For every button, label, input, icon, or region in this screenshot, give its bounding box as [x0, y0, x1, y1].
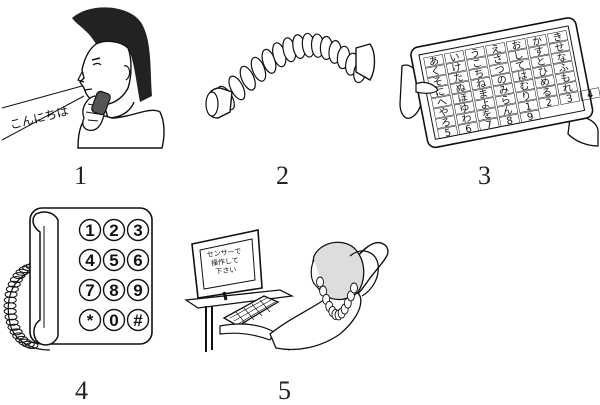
- board-cell: い: [449, 52, 461, 65]
- board-cell: し: [512, 49, 524, 63]
- board-cell: け: [451, 61, 463, 75]
- board-cell: と: [535, 55, 547, 69]
- keypad-key: [78, 218, 102, 242]
- panel-3-letter-board: あいうえおかきくけこさしすせそたちつてとなにぬねのはひふへほまみむめもやゆよらり…: [399, 0, 600, 200]
- board-cell: る: [541, 86, 553, 100]
- phone-body: [29, 207, 153, 345]
- board-cell: な: [556, 51, 568, 65]
- handset: [32, 211, 59, 346]
- person-speaking-illustration: [1, 7, 165, 149]
- computer-user-illustration: [184, 229, 389, 352]
- monitor-screen-text: センサーで 操作して 下さい: [206, 247, 242, 277]
- keypad-key: [102, 218, 126, 242]
- board-cell: ふ: [558, 61, 570, 75]
- board-cell: め: [539, 76, 551, 90]
- board-cell: へ: [436, 97, 448, 110]
- keypad-key: [126, 308, 150, 332]
- keypad-key-label: 3: [133, 221, 142, 240]
- board-cell: や: [438, 106, 450, 120]
- board-cell: あ: [428, 55, 440, 69]
- board-cell: 3: [566, 93, 574, 105]
- board-cell: り: [520, 90, 532, 104]
- board-cell: き: [552, 31, 564, 45]
- board-cell: 1: [524, 101, 532, 113]
- board-cell: む: [518, 80, 530, 94]
- board-cell: ゆ: [458, 102, 470, 116]
- board-cell: を: [481, 108, 493, 122]
- board-cell: か: [531, 35, 543, 49]
- board-cell: ま: [477, 88, 489, 102]
- board-cell: 7: [485, 120, 493, 132]
- board-cell: ろ: [440, 117, 452, 130]
- hiragana-grid: あいうえおかきくけこさしすせそたちつてとなにぬねのはひふへほまみむめもやゆよらり…: [423, 30, 600, 140]
- keypad-key-label: 1: [85, 221, 94, 240]
- board-cell: よ: [479, 98, 491, 112]
- board-cell: お: [510, 39, 522, 53]
- keypad-key-label: 2: [109, 221, 118, 240]
- board-cell: 6: [464, 124, 472, 136]
- keypad-key: [126, 218, 150, 242]
- keypad-key-label: 7: [85, 281, 94, 300]
- board-cell: え: [490, 43, 502, 57]
- keypad-key-label: 6: [133, 251, 142, 270]
- board-cell: ん: [502, 104, 514, 118]
- panel-5-number: 5: [278, 376, 291, 405]
- panel-1-electrolarynx: こんにちは 1: [0, 0, 200, 200]
- keypad-key: [78, 248, 102, 272]
- keypad-key: [102, 248, 126, 272]
- board-cell: ち: [473, 67, 485, 81]
- board-cell: つ: [494, 64, 506, 77]
- keypad-key-label: 5: [109, 251, 118, 270]
- board-cell: は: [516, 69, 528, 83]
- keypad-key: [102, 308, 126, 332]
- keypad-key: [102, 278, 126, 302]
- panel-2-tube: 2: [200, 0, 400, 200]
- board-cell: 5: [444, 128, 452, 140]
- board-cell: ね: [475, 77, 487, 91]
- board-cell: わ: [460, 112, 472, 126]
- keypad-key-label: 4: [85, 251, 95, 270]
- keypad-key: [78, 278, 102, 302]
- board-cell: ほ: [457, 92, 469, 106]
- board-cell: そ: [432, 75, 444, 89]
- panel-2-number: 2: [276, 161, 289, 190]
- board-cell: 4: [586, 89, 594, 101]
- keypad-key-label: *: [87, 311, 94, 330]
- board-cell: た: [453, 71, 465, 85]
- board-cell: う: [469, 47, 481, 61]
- board-cell: さ: [492, 53, 504, 67]
- keypad-key: [78, 308, 102, 332]
- board-cell: れ: [562, 82, 574, 96]
- board-cell: 9: [526, 111, 534, 123]
- board-cell: す: [533, 45, 545, 59]
- keypad-key-label: 0: [109, 311, 118, 330]
- panel-5-computer-sensor: センサーで 操作して 下さい 5: [180, 200, 420, 405]
- corrugated-tube-illustration: [205, 32, 376, 119]
- keypad-key: [126, 278, 150, 302]
- board-cell: ひ: [537, 66, 549, 79]
- keypad-key-label: #: [133, 311, 143, 330]
- board-cell: み: [498, 85, 510, 98]
- keypad-key: [126, 248, 150, 272]
- board-cell: こ: [471, 58, 483, 71]
- panel-1-number: 1: [74, 161, 87, 190]
- board-cell: 8: [506, 116, 514, 128]
- keypad-key-label: 8: [109, 281, 118, 300]
- board-cell: 2: [545, 97, 553, 109]
- board-cell: て: [515, 60, 527, 73]
- keypad-key-label: 9: [133, 281, 142, 300]
- board-cell: ら: [500, 94, 512, 108]
- board-cell: ぬ: [455, 81, 467, 95]
- panel-3-number: 3: [478, 161, 491, 190]
- board-cell: せ: [554, 41, 566, 55]
- letter-board-illustration: あいうえおかきくけこさしすせそたちつてとなにぬねのはひふへほまみむめもやゆよらり…: [399, 17, 600, 149]
- board-cell: く: [430, 66, 442, 79]
- panel-4-number: 4: [75, 376, 88, 405]
- board-cell: も: [560, 72, 572, 86]
- board-cell: の: [496, 74, 508, 87]
